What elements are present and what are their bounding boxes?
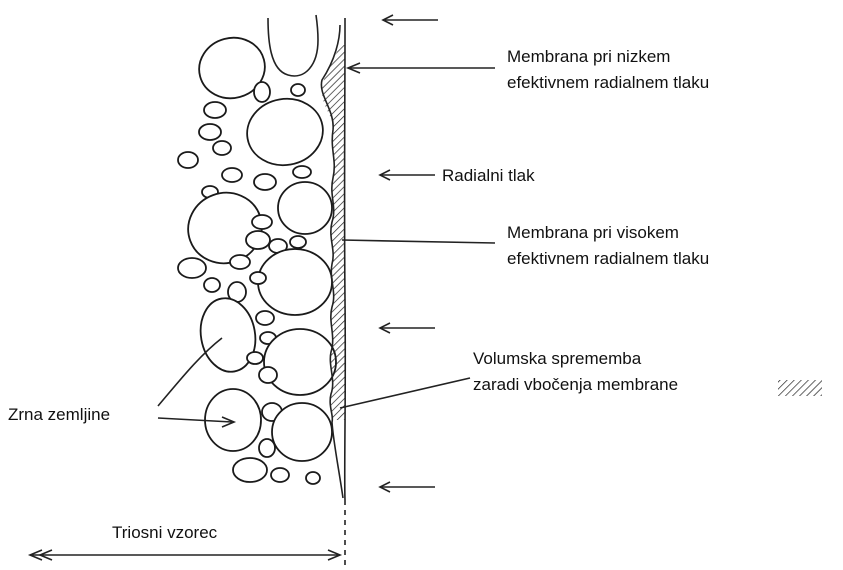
radial-pressure-arrows [380,15,438,492]
radial-arrow [383,15,438,25]
label-radial-pressure: Radialni tlak [442,166,535,185]
label-membrane-low-1: Membrana pri nizkem [507,47,670,66]
label-soil-grains: Zrna zemljine [8,405,110,424]
radial-arrow [380,482,435,492]
label-volume-change-1: Volumska sprememba [473,349,642,368]
soil-grains [178,30,336,484]
soil-grain [258,249,332,315]
soil-grain [178,258,206,278]
radial-arrow [380,323,435,333]
soil-grain [290,236,306,248]
soil-grain [204,102,226,118]
soil-grain [272,403,332,461]
soil-grain [205,389,261,451]
hatch-legend-swatch [778,380,822,396]
soil-grain [264,329,336,395]
soil-grain [252,215,272,229]
soil-grain [254,82,270,102]
soil-grain [204,278,220,292]
soil-grain [178,152,198,168]
soil-grain [242,93,328,171]
label-triaxial-sample: Triosni vzorec [112,523,218,542]
label-volume-change-2: zaradi vbočenja membrane [473,375,678,394]
radial-arrow [380,170,435,180]
membrane-low-line [345,18,346,500]
soil-grain [256,311,274,325]
soil-grain [271,468,289,482]
soil-grain [278,182,332,234]
soil-grain [233,458,267,482]
label-membrane-low-2: efektivnem radialnem tlaku [507,73,709,92]
soil-grain [213,141,231,155]
grain-outline-top [268,15,318,76]
soil-grain [259,439,275,457]
soil-grain [291,84,305,96]
soil-grain [306,472,320,484]
soil-grain [259,367,277,383]
soil-grain [222,168,242,182]
soil-grain [246,231,270,249]
soil-grain [254,174,276,190]
label-membrane-high-1: Membrana pri visokem [507,223,679,242]
soil-grain [250,272,266,284]
soil-grain [293,166,311,178]
soil-grain [247,352,263,364]
label-membrane-high-2: efektivnem radialnem tlaku [507,249,709,268]
soil-grain [199,124,221,140]
soil-grain [230,255,250,269]
sample-width-dimension [30,550,340,560]
